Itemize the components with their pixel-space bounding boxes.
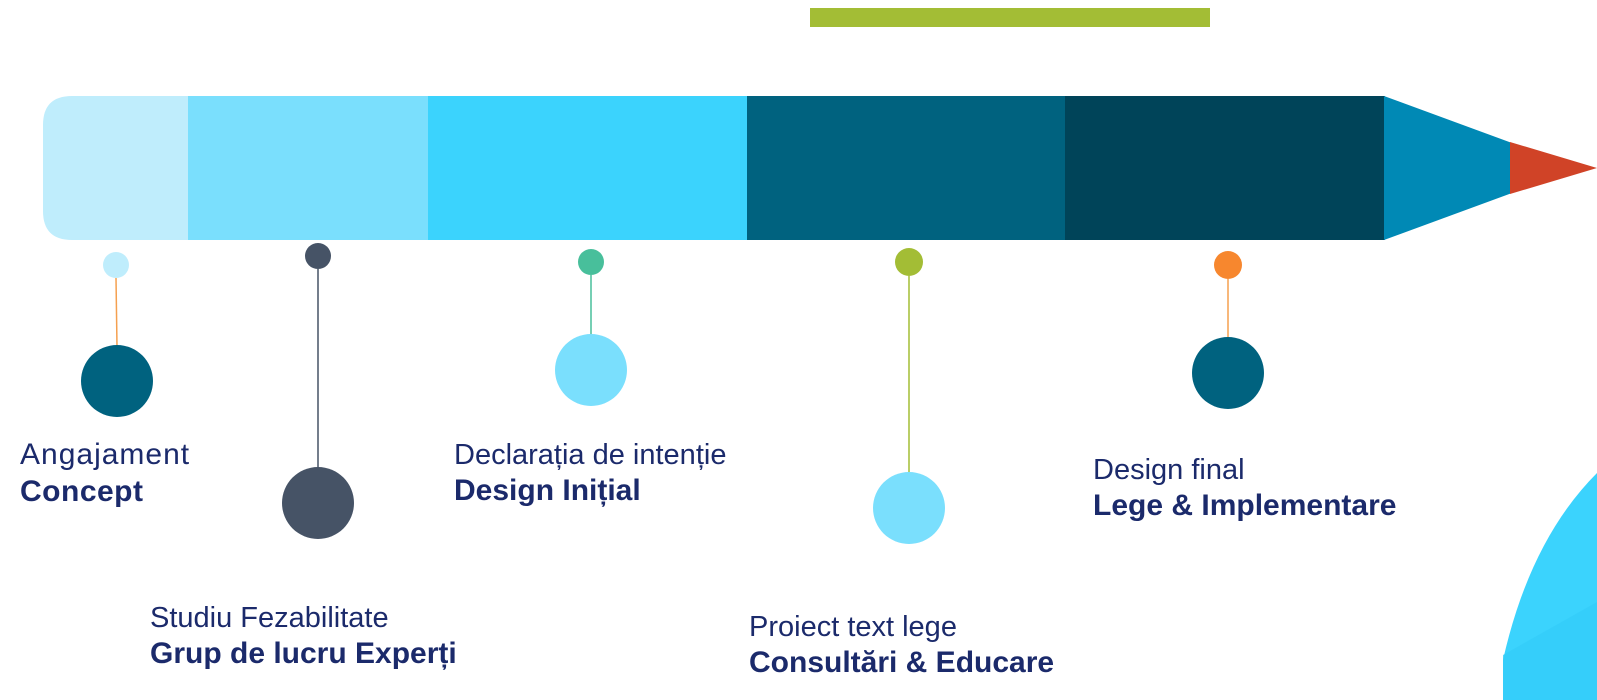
stage-2-marker-dot [305,243,331,269]
stage-2-subtitle: Studiu Fezabilitate [150,602,389,634]
stage-5-node [1192,337,1264,409]
stage-1-label: Angajament Concept [20,437,190,510]
stage-1-title: Concept [20,474,144,508]
stage-3-node [555,334,627,406]
stage-3-label: Declarația de intenție Design Inițial [454,438,726,510]
pencil-segment-5 [1065,96,1385,240]
stage-5-subtitle: Design final [1093,454,1245,486]
pencil-segment-3 [428,96,749,240]
pencil-segment-4 [747,96,1067,240]
pencil-tip-wood [1384,96,1512,240]
stage-5-marker-dot [1214,251,1242,279]
pencil-segment-2 [188,96,430,240]
stage-5-title: Lege & Implementare [1093,489,1397,523]
stage-1-connector [115,277,118,348]
stage-4-label: Proiect text lege Consultări & Educare [749,610,1054,682]
stage-3-marker-dot [578,249,604,275]
pencil-tip-lead [1510,142,1597,194]
stage-3-subtitle: Declarația de intenție [454,439,727,471]
stage-4-node [873,472,945,544]
stage-4-subtitle: Proiect text lege [749,611,957,643]
stage-1-marker-dot [103,252,129,278]
stage-1-subtitle: Angajament [20,438,191,471]
stage-5-label: Design final Lege & Implementare [1093,453,1396,525]
stage-2-label: Studiu Fezabilitate Grup de lucru Experț… [150,601,457,673]
accent-bar [810,8,1210,27]
stage-3-title: Design Inițial [454,474,641,508]
stage-4-title: Consultări & Educare [749,646,1055,680]
stage-4-marker-dot [895,248,923,276]
pencil-segment-1 [43,96,190,240]
stage-2-title: Grup de lucru Experți [150,637,457,671]
decorative-circle-shade [1503,602,1597,700]
stage-2-node [282,467,354,539]
stage-1-node [81,345,153,417]
